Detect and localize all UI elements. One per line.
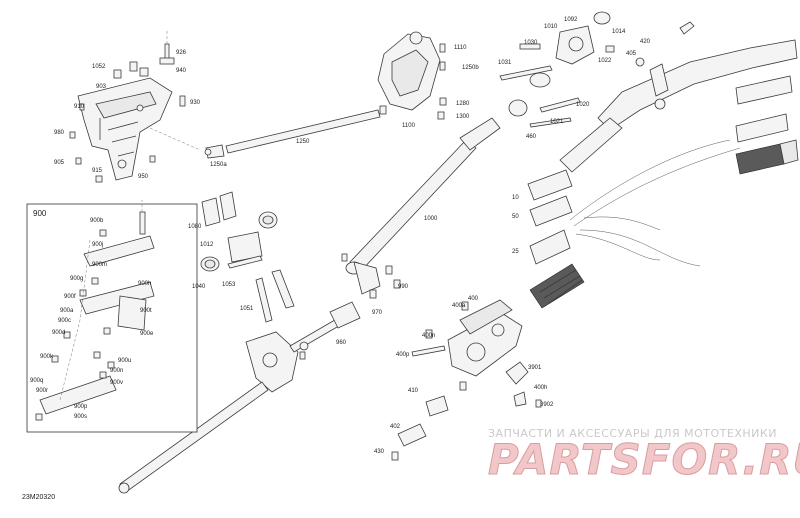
label-460: 460: [526, 134, 537, 140]
label-1052: 1052: [92, 64, 106, 70]
label-1022: 1022: [598, 58, 612, 64]
label-405: 405: [626, 51, 637, 57]
label-1300: 1300: [456, 114, 470, 120]
label-900g: 900g: [70, 276, 83, 282]
label-1030: 1030: [524, 40, 538, 46]
handlebar: [559, 21, 799, 267]
label-1020: 1020: [576, 102, 590, 108]
label-25: 25: [512, 249, 519, 255]
diagram-code: 23M20320: [22, 494, 55, 501]
label-410: 410: [408, 388, 419, 394]
label-900k: 900k: [40, 354, 54, 360]
steering-head-group: [499, 11, 615, 128]
label-900c: 900c: [58, 318, 71, 324]
left-grip-parts: [527, 169, 585, 309]
watermark-logo: PARTSFOR.RU: [488, 435, 800, 484]
label-3901: 3901: [528, 365, 542, 371]
label-1250a: 1250a: [210, 162, 227, 168]
label-1021: 1021: [550, 119, 564, 125]
watermark: ЗАПЧАСТИ И АКСЕССУАРЫ ДЛЯ МОТОТЕХНИКИ PA…: [488, 427, 800, 485]
steering-arm-tie-rod: [118, 301, 361, 494]
label-903: 903: [96, 84, 107, 90]
label-3902: 3902: [540, 402, 554, 408]
label-1080: 1080: [188, 224, 202, 230]
label-900m: 900m: [92, 262, 107, 268]
label-1040: 1040: [192, 284, 206, 290]
label-1250: 1250: [296, 139, 310, 145]
label-970: 970: [372, 310, 383, 316]
label-900d: 900d: [52, 330, 65, 336]
bracket-assembly: [69, 30, 201, 183]
label-915: 915: [92, 168, 103, 174]
column-support-1100: [377, 31, 447, 120]
label-960: 960: [336, 340, 347, 346]
label-900v: 900v: [110, 380, 123, 386]
label-900f: 900f: [64, 294, 76, 300]
steering-head-400: [391, 299, 542, 461]
inset-title: 900: [33, 209, 47, 218]
label-402: 402: [390, 424, 401, 430]
label-420: 420: [640, 39, 651, 45]
label-940: 940: [176, 68, 187, 74]
label-900r: 900r: [36, 388, 48, 394]
inset-900: [26, 200, 198, 433]
lower-column-1000: [341, 117, 501, 299]
upper-column-1250: [204, 109, 381, 159]
label-400n: 400n: [422, 333, 435, 339]
label-1110: 1110: [454, 45, 467, 51]
label-1014: 1014: [612, 29, 626, 35]
label-1053: 1053: [222, 282, 236, 288]
label-1092: 1092: [564, 17, 578, 23]
label-1280: 1280: [456, 101, 470, 107]
callout-labels: 926 1052 903 940 930 910 980 905 915 950…: [30, 17, 651, 455]
label-900u: 900u: [118, 358, 131, 364]
label-430: 430: [374, 449, 385, 455]
label-900j: 900j: [92, 242, 103, 248]
label-400a: 400a: [452, 303, 466, 309]
label-50: 50: [512, 214, 519, 220]
label-950: 950: [138, 174, 149, 180]
label-900s: 900s: [74, 414, 87, 420]
label-1010: 1010: [544, 24, 558, 30]
label-900p: 900p: [74, 404, 88, 410]
label-900h: 900h: [138, 281, 151, 287]
bushing-group: [200, 191, 295, 323]
watermark-tagline: ЗАПЧАСТИ И АКСЕССУАРЫ ДЛЯ МОТОТЕХНИКИ: [488, 427, 777, 440]
label-900a: 900a: [60, 308, 74, 314]
label-926: 926: [176, 50, 187, 56]
label-980: 980: [54, 130, 65, 136]
label-1100: 1100: [402, 123, 416, 129]
label-900e: 900e: [140, 331, 154, 337]
label-400: 400: [468, 296, 479, 302]
label-10: 10: [512, 195, 519, 201]
label-905: 905: [54, 160, 65, 166]
label-990: 990: [398, 284, 409, 290]
label-1031: 1031: [498, 60, 512, 66]
label-400h: 400h: [534, 385, 547, 391]
label-1051: 1051: [240, 306, 254, 312]
label-900n: 900n: [110, 368, 123, 374]
label-900t: 900t: [140, 308, 152, 314]
label-900b: 900b: [90, 218, 104, 224]
label-930: 930: [190, 100, 201, 106]
label-400p: 400p: [396, 352, 410, 358]
label-900q: 900q: [30, 378, 43, 384]
label-1000: 1000: [424, 216, 438, 222]
label-1012: 1012: [200, 242, 214, 248]
label-1250b: 1250b: [462, 65, 479, 71]
label-910: 910: [74, 104, 85, 110]
